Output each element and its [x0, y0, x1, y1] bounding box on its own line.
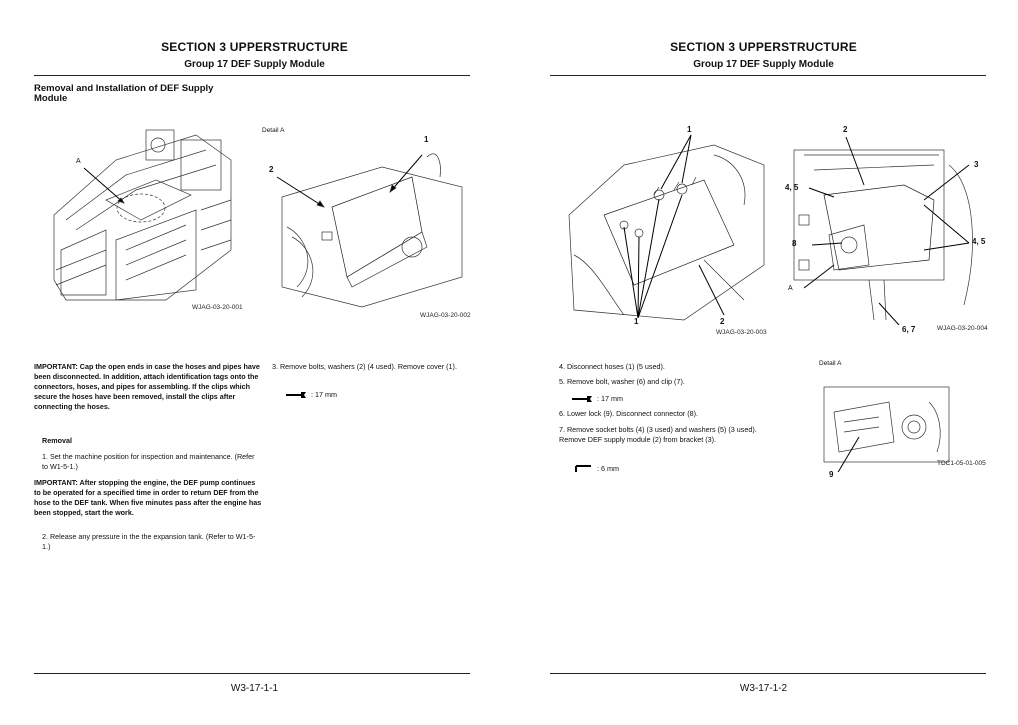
group-header: Group 17 DEF Supply Module	[184, 59, 325, 70]
hex-key-icon	[575, 464, 591, 472]
callout-4-5-right: 4, 5	[972, 237, 986, 246]
figure-code: TDC1-05-01-005	[937, 460, 986, 467]
right-page: SECTION 3 UPPERSTRUCTURE Group 17 DEF Su…	[509, 0, 1018, 725]
callout-2: 2	[720, 317, 725, 326]
callout-1-top: 1	[687, 125, 692, 134]
left-page: SECTION 3 UPPERSTRUCTURE Group 17 DEF Su…	[34, 40, 472, 694]
hex-key-tool-spec: : 6 mm	[575, 464, 619, 473]
important-note-1: IMPORTANT: Cap the open ends in case the…	[34, 362, 260, 411]
page-title: Removal and Installation of DEF Supply M…	[34, 83, 214, 104]
step-6: 6. Lower lock (9). Disconnect connector …	[559, 409, 699, 418]
footer-rule	[34, 673, 470, 674]
step-3: 3. Remove bolts, washers (2) (4 used). R…	[272, 362, 457, 371]
callout-1: 1	[424, 135, 429, 144]
header-rule	[34, 75, 470, 76]
page-number: W3-17-1-1	[230, 683, 279, 694]
wrench-tool-spec: : 17 mm	[285, 390, 337, 399]
machine-overview-figure: A WJAG-03-20-001	[46, 120, 246, 311]
removal-heading: Removal	[42, 436, 72, 445]
group-header: Group 17 DEF Supply Module	[693, 59, 834, 70]
hoses-figure: 1 1 2 WJAG-03-20-003	[564, 125, 769, 340]
figure-code: WJAG-03-20-003	[716, 329, 767, 336]
section-header: SECTION 3 UPPERSTRUCTURE	[670, 40, 857, 54]
wrench-icon	[572, 395, 592, 402]
detail-label: Detail A	[262, 127, 285, 134]
callout-2: 2	[269, 165, 274, 174]
wrench-size: : 17 mm	[597, 394, 623, 403]
step-1: 1. Set the machine position for inspecti…	[42, 452, 255, 471]
figure-code: WJAG-03-20-004	[937, 325, 988, 332]
callout-8: 8	[792, 239, 797, 248]
callout-3: 3	[974, 160, 979, 169]
label-a: A	[76, 158, 81, 165]
callout-9: 9	[829, 470, 834, 479]
hex-key-size: : 6 mm	[597, 464, 619, 473]
step-7: 7. Remove socket bolts (4) (3 used) and …	[559, 425, 757, 444]
figure-code: WJAG-03-20-001	[192, 304, 243, 311]
detail-label: Detail A	[819, 360, 842, 367]
section-header: SECTION 3 UPPERSTRUCTURE	[161, 40, 348, 54]
callout-1-bottom: 1	[634, 317, 639, 326]
detail-a-figure: Detail A 1 2 WJAG-03-20-002	[262, 125, 472, 320]
callout-a: A	[788, 285, 793, 292]
page-number: W3-17-1-2	[739, 683, 788, 694]
callout-6-7: 6, 7	[902, 325, 916, 334]
figure-code: WJAG-03-20-002	[420, 312, 471, 319]
supply-module-figure: 2 3 4, 5 4, 5 8 A 6, 7 WJAG-03-20-004	[774, 125, 989, 340]
wrench-size: : 17 mm	[311, 390, 337, 399]
wrench-tool-spec: : 17 mm	[571, 394, 623, 403]
header-rule	[550, 75, 986, 76]
step-4: 4. Disconnect hoses (1) (5 used).	[559, 362, 665, 371]
callout-2: 2	[843, 125, 848, 134]
callout-4-5-left: 4, 5	[785, 183, 799, 192]
step-5: 5. Remove bolt, washer (6) and clip (7).	[559, 377, 685, 386]
important-note-2: IMPORTANT: After stopping the engine, th…	[34, 478, 262, 517]
step-2: 2. Release any pressure in the the expan…	[42, 532, 256, 551]
lock-detail-figure: Detail A 9 TDC1-05-01-005	[819, 360, 989, 485]
wrench-icon	[286, 391, 306, 398]
footer-rule	[550, 673, 986, 674]
